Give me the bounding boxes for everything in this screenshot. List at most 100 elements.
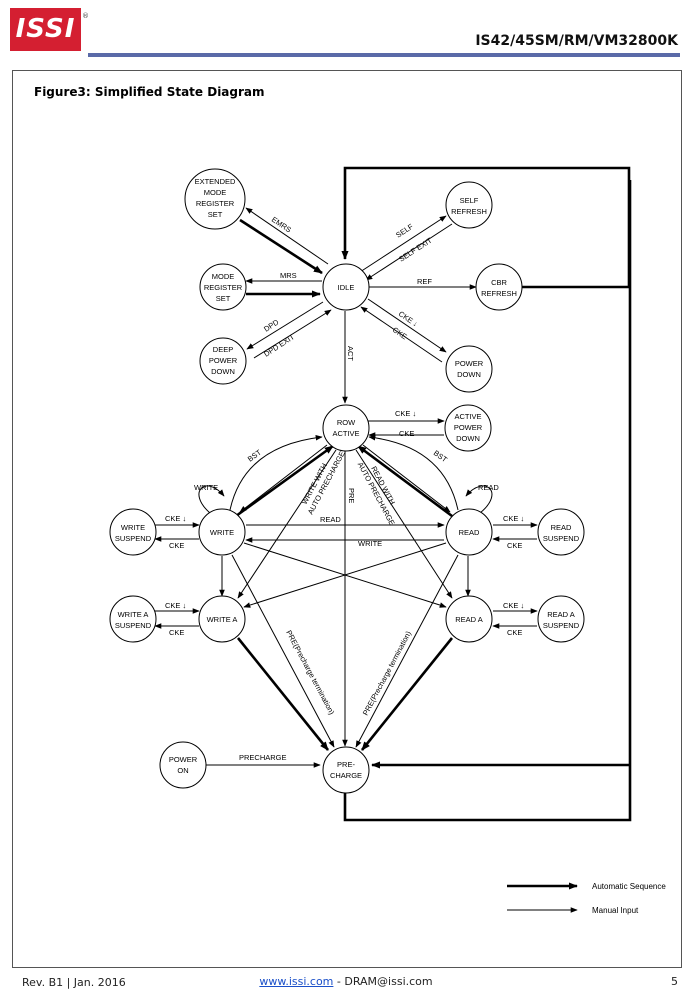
label-cke-down-was: CKE ↓ [165, 601, 186, 610]
edge-self-idle [365, 223, 453, 281]
edge-idle-emrs [245, 207, 329, 265]
state-row-active [322, 404, 370, 452]
edge-ra-writea [237, 449, 337, 599]
state-write-a-suspend [109, 595, 157, 643]
edge-read-loop [465, 485, 493, 514]
read-a-text: READ A [455, 615, 483, 624]
edge-bst-right [368, 434, 459, 511]
edge-pre-loop [343, 180, 632, 822]
edge-idle-dpd [246, 301, 324, 350]
revision-info: Rev. B1 | Jan. 2016 [22, 976, 126, 989]
edge-idle-pd [367, 298, 447, 353]
registered-mark: ® [82, 12, 89, 20]
label-cke-down-pd: CKE ↓ [397, 309, 420, 328]
state-write-a [198, 595, 246, 643]
state-nodes [109, 168, 585, 794]
label-cke-was: CKE [169, 628, 184, 637]
label-cke-pd: CKE [391, 325, 409, 341]
legend-manual: Manual Input [592, 906, 639, 915]
label-read-loop: READ [478, 483, 499, 492]
manual-edges [154, 207, 538, 768]
edge-dpd-idle [253, 309, 332, 359]
part-number: IS42/45SM/RM/VM32800K [475, 33, 678, 49]
edge-cbr-idle [341, 166, 631, 289]
label-pre-term-right: PRE(Precharge termination) [361, 629, 413, 717]
label-write-loop: WRITE [194, 483, 218, 492]
state-cbr-refresh [475, 263, 523, 311]
figure-title: Figure3: Simplified State Diagram [34, 85, 265, 99]
state-mode-register-set [199, 263, 247, 311]
edge-write-ra-auto [235, 444, 334, 518]
label-cke-down-ws: CKE ↓ [165, 514, 186, 523]
label-pre: PRE [347, 488, 356, 503]
label-cke-ras: CKE [507, 628, 522, 637]
label-self: SELF [394, 222, 415, 240]
figure-frame [12, 70, 682, 968]
label-cke-apd: CKE [399, 429, 414, 438]
state-read-a [445, 595, 493, 643]
label-bst-left: BST [246, 448, 263, 464]
state-power-down [445, 345, 493, 393]
label-mrs: MRS [280, 271, 297, 280]
issi-logo: ISSI [10, 8, 81, 51]
label-write-cross: WRITE [358, 539, 382, 548]
label-self-exit: SELF EXIT [397, 235, 434, 263]
precharge-text: PRE-CHARGE [330, 760, 362, 780]
label-cke-down-apd: CKE ↓ [395, 409, 416, 418]
edge-writea-pre [236, 637, 330, 751]
state-power-on [159, 741, 207, 789]
read-text: READ [459, 528, 480, 537]
edge-reada-pre [360, 637, 454, 751]
edge-read-ra-auto [357, 444, 453, 518]
header-rule [88, 53, 680, 57]
state-emrs [184, 168, 246, 230]
label-emrs: EMRS [270, 215, 293, 235]
state-active-power-down [444, 404, 492, 452]
state-write [198, 508, 246, 556]
label-cke-down-rs: CKE ↓ [503, 514, 524, 523]
label-cke-ws: CKE [169, 541, 184, 550]
idle-text: IDLE [338, 283, 355, 292]
state-read-suspend [537, 508, 585, 556]
label-read-cross: READ [320, 515, 341, 524]
state-read [445, 508, 493, 556]
label-dpd: DPD [262, 317, 281, 333]
label-precharge: PRECHARGE [239, 753, 287, 762]
label-cke-rs: CKE [507, 541, 522, 550]
write-a-text: WRITE A [207, 615, 238, 624]
write-text: WRITE [210, 528, 234, 537]
page-number: 5 [671, 975, 678, 988]
edge-read-pre [355, 554, 459, 748]
legend: Automatic Sequence Manual Input [592, 882, 666, 915]
edge-ra-reada [355, 449, 453, 599]
legend-automatic: Automatic Sequence [592, 882, 666, 891]
state-write-suspend [109, 508, 157, 556]
edge-write-pre [231, 554, 335, 748]
state-deep-power-down [199, 337, 247, 385]
website-link[interactable]: www.issi.com [259, 975, 334, 988]
label-cke-down-ras: CKE ↓ [503, 601, 524, 610]
state-self-refresh [445, 181, 493, 229]
footer-email: - DRAM@issi.com [333, 975, 433, 988]
label-ref: REF [417, 277, 432, 286]
footer-contact: www.issi.com - DRAM@issi.com [0, 975, 692, 988]
edge-ra-read [362, 444, 451, 513]
label-read-with-ap: READ WITHAUTO PRECHARGE [356, 456, 406, 527]
label-act: ACT [346, 346, 355, 361]
edge-emrs-idle [239, 218, 323, 275]
edge-bst-left [229, 434, 323, 511]
state-precharge [322, 746, 370, 794]
